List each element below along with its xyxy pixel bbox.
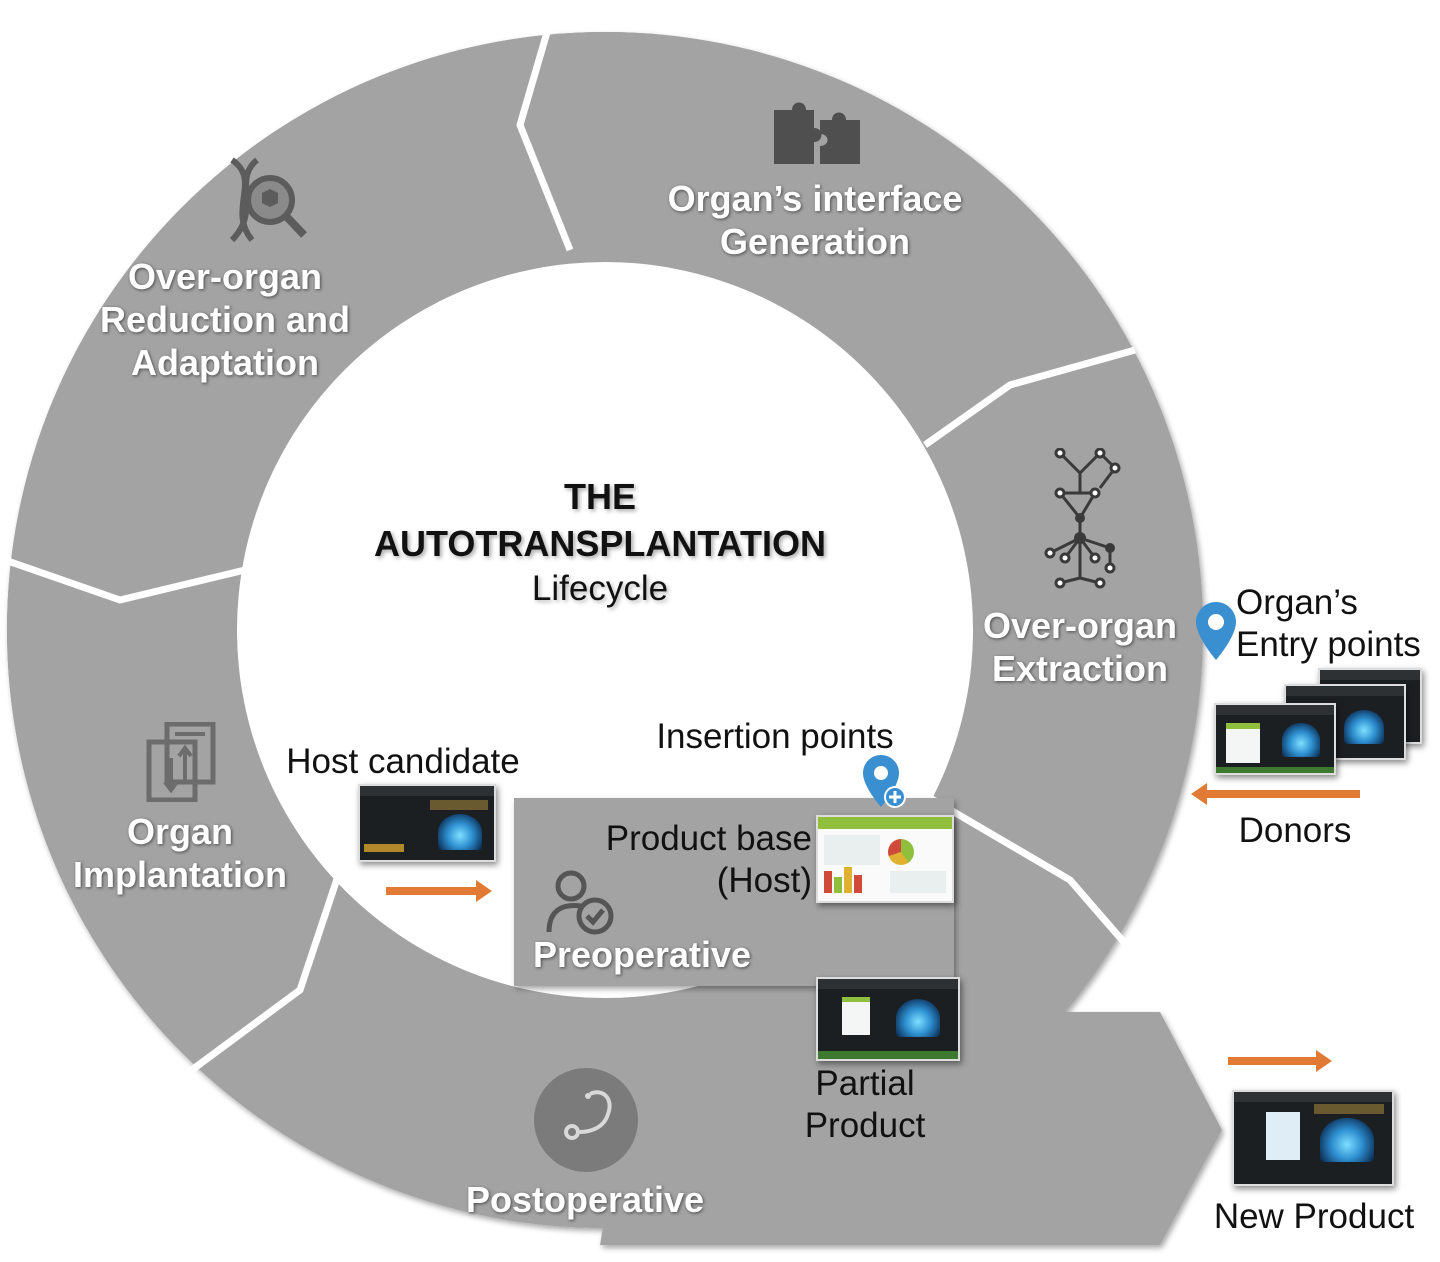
stethoscope-icon [564,1090,612,1140]
extraction-label: Over-organ Extraction [982,605,1178,690]
partial-product-label: Partial Product [804,1064,926,1145]
separator-right [922,346,1136,448]
document-transfer-icon [146,722,216,802]
host-arrow [386,880,492,902]
separator-lower-left [182,868,344,1078]
product-base-label: Product base (Host) [605,819,812,900]
preoperative-label: Preoperative [532,934,752,975]
user-check-icon [546,870,614,935]
donor-thumbnail-1 [1214,703,1336,775]
insertion-point-pin-icon [863,755,906,808]
new-product-arrow [1228,1050,1332,1072]
postoperative-label: Postoperative [465,1179,705,1220]
entry-points-label: Organ’s Entry points [1236,583,1421,664]
dna-magnifier-icon [229,157,307,243]
partial-product-thumbnail [816,977,960,1061]
puzzle-piece-icon [774,102,860,164]
donors-arrow [1191,783,1360,805]
host-candidate-label: Host candidate [286,742,520,781]
center-title-line1: THE [564,476,636,517]
entry-point-pin-icon [1196,602,1236,660]
donors-label: Donors [1238,811,1352,850]
tree-network-icon [1044,448,1121,589]
interface-label: Organ’s interface Generation [667,178,963,263]
new-product-label: New Product [1213,1197,1415,1236]
reduction-label: Over-organ Reduction and Adaptation [100,256,350,384]
new-product-thumbnail [1232,1090,1394,1186]
separator-lower-right [923,791,1138,958]
host-candidate-thumbnail [358,784,496,862]
insertion-points-label: Insertion points [656,717,894,756]
center-subtitle: Lifecycle [531,569,669,608]
postoperative-icon-bg [534,1068,638,1172]
separator-left [3,556,246,604]
implantation-label: Organ Implantation [73,811,287,896]
separator-top [516,4,574,252]
center-title-line2: AUTOTRANSPLANTATION [374,523,826,564]
product-base-thumbnail [816,815,954,903]
